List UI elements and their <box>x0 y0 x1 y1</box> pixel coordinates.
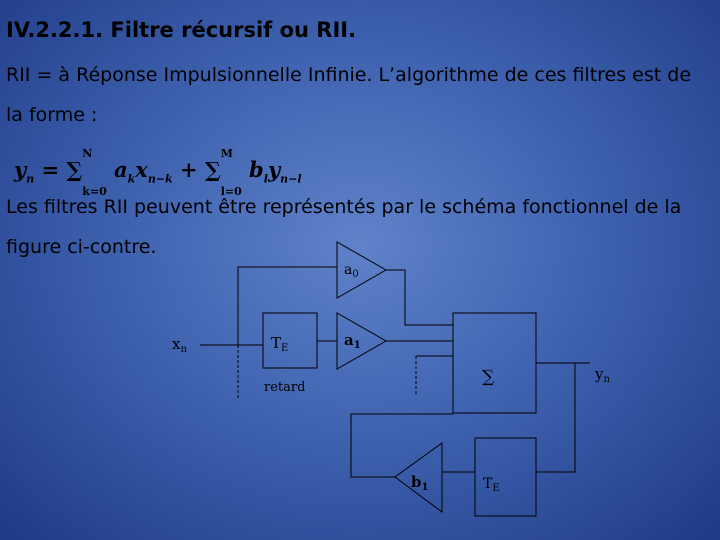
output-label: yn <box>594 365 610 385</box>
delay-block-2 <box>474 437 537 517</box>
wire-feedback-out <box>536 363 576 473</box>
wire-b1-to-sum <box>350 413 453 478</box>
delay2-label: TE <box>483 476 500 494</box>
gain-a1-label: a1 <box>344 331 361 351</box>
sum-symbol-1: ∑ <box>66 157 83 183</box>
gain-b1-triangle <box>394 442 443 513</box>
formula-lhs: y <box>14 157 27 183</box>
input-label: xn <box>172 335 187 355</box>
description-paragraph: Les filtres RII peuvent être représentés… <box>6 196 682 258</box>
gain-b1-label: b1 <box>411 473 428 493</box>
gain-a0-label: a0 <box>344 262 359 280</box>
gain-a1-triangle <box>336 312 388 370</box>
wire-a0-to-sum <box>386 269 453 326</box>
intro-paragraph: RII = à Réponse Impulsionnelle Infinie. … <box>6 64 692 126</box>
sum-symbol-2: ∑ <box>204 157 221 183</box>
gain-a0-triangle <box>336 241 388 299</box>
sum-block <box>452 312 537 414</box>
delay1-label: TE <box>271 334 288 354</box>
sum-label: ∑ <box>482 367 494 387</box>
wire-to-a0 <box>237 266 337 345</box>
retard-label: retard <box>264 380 305 395</box>
slide-title: IV.2.2.1. Filtre récursif ou RII. <box>6 18 357 42</box>
